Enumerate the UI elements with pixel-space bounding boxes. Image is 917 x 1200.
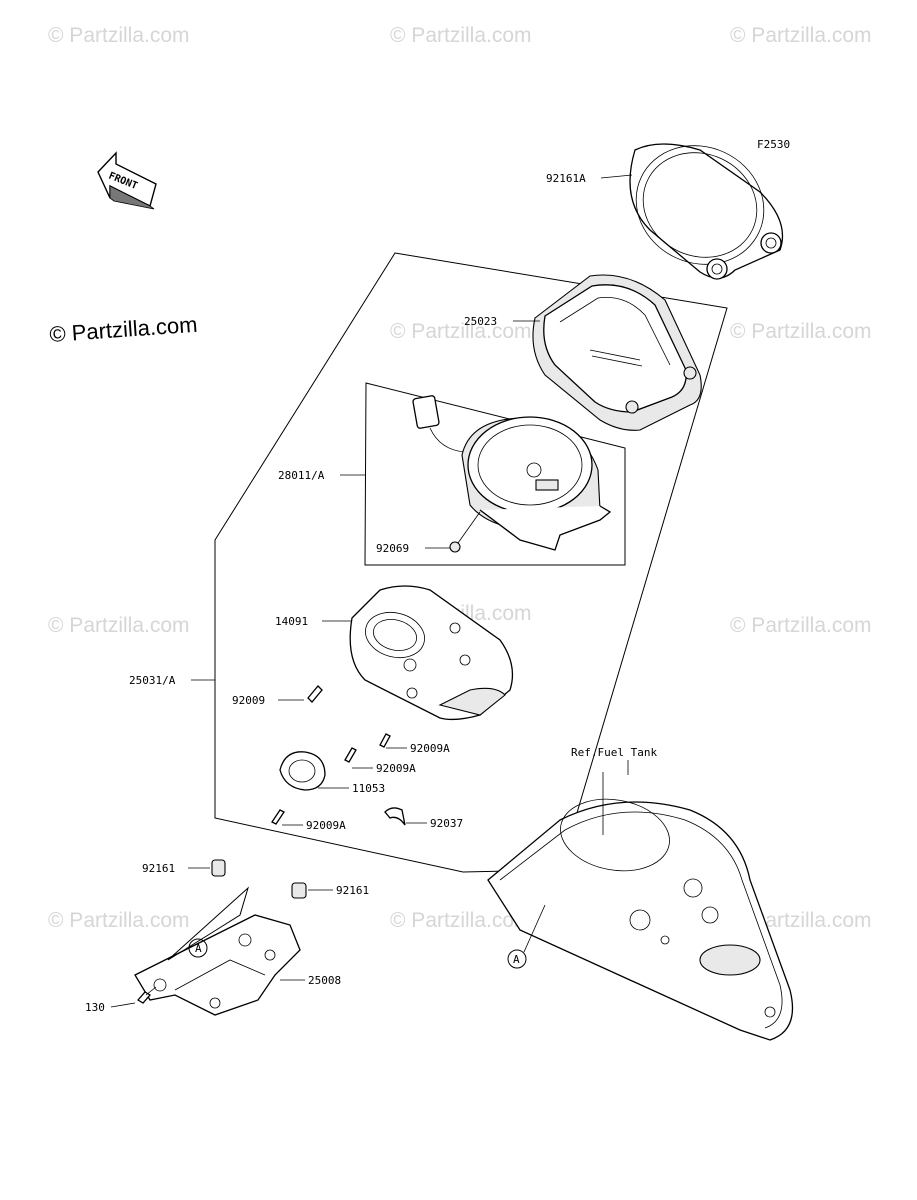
screws bbox=[271, 685, 391, 825]
watermark: © Partzilla.com bbox=[390, 320, 532, 343]
diagram-code: F2530 bbox=[757, 138, 790, 151]
label-92161-2: 92161 bbox=[336, 884, 369, 897]
watermark: © Partzilla.com bbox=[48, 24, 190, 47]
bracket-screw-130 bbox=[136, 986, 157, 1004]
ref-fuel-tank-label: Ref.Fuel Tank bbox=[571, 746, 657, 759]
watermark: © Partzilla.com bbox=[730, 24, 872, 47]
watermark: © Partzilla.com bbox=[390, 24, 532, 47]
bracket-marker-a: A bbox=[195, 942, 202, 955]
label-14091: 14091 bbox=[275, 615, 308, 628]
front-arrow-icon: FRONT bbox=[97, 151, 157, 210]
ref-marker-a: A bbox=[513, 953, 520, 966]
ref-marker-circle bbox=[507, 949, 527, 969]
clip-92037 bbox=[384, 807, 406, 826]
bracket-25008 bbox=[134, 914, 301, 1016]
case-14091 bbox=[349, 585, 514, 721]
label-92037: 92037 bbox=[430, 817, 463, 830]
label-130: 130 bbox=[85, 1001, 105, 1014]
label-25023: 25023 bbox=[464, 315, 497, 328]
ring-92161a bbox=[629, 143, 784, 280]
speedometer-28011 bbox=[412, 395, 612, 553]
watermarks: © Partzilla.com © Partzilla.com © Partzi… bbox=[48, 24, 872, 932]
cover-25023 bbox=[532, 274, 702, 431]
bracket-pointer-lines bbox=[167, 886, 249, 961]
leader-lines bbox=[110, 174, 633, 1008]
label-28011a: 28011/A bbox=[278, 469, 325, 482]
watermark: © Partzilla.com bbox=[730, 320, 872, 343]
main-watermark: © Partzilla.com bbox=[49, 312, 199, 347]
grommet-92161 bbox=[211, 859, 307, 899]
watermark: © Partzilla.com bbox=[48, 909, 190, 932]
label-92009a-2: 92009A bbox=[376, 762, 416, 775]
fuel-tank-panel bbox=[487, 772, 794, 1041]
label-92009a-1: 92009A bbox=[410, 742, 450, 755]
label-25031a: 25031/A bbox=[129, 674, 176, 687]
label-25008: 25008 bbox=[308, 974, 341, 987]
label-92161a: 92161A bbox=[546, 172, 586, 185]
label-11053: 11053 bbox=[352, 782, 385, 795]
watermark: © Partzilla.com bbox=[390, 909, 532, 932]
label-92009: 92009 bbox=[232, 694, 265, 707]
label-92069: 92069 bbox=[376, 542, 409, 555]
watermark: © Partzilla.com bbox=[48, 614, 190, 637]
part-labels: 92161A 25023 28011/A 92069 14091 25031/A… bbox=[85, 172, 657, 1014]
marker-a-circle bbox=[188, 938, 208, 958]
label-92009a-3: 92009A bbox=[306, 819, 346, 832]
assembly-outline-25031 bbox=[214, 252, 728, 873]
label-92161-1: 92161 bbox=[142, 862, 175, 875]
leader-ref-a bbox=[523, 904, 546, 953]
watermark: © Partzilla.com bbox=[730, 614, 872, 637]
gasket-11053 bbox=[279, 751, 326, 791]
